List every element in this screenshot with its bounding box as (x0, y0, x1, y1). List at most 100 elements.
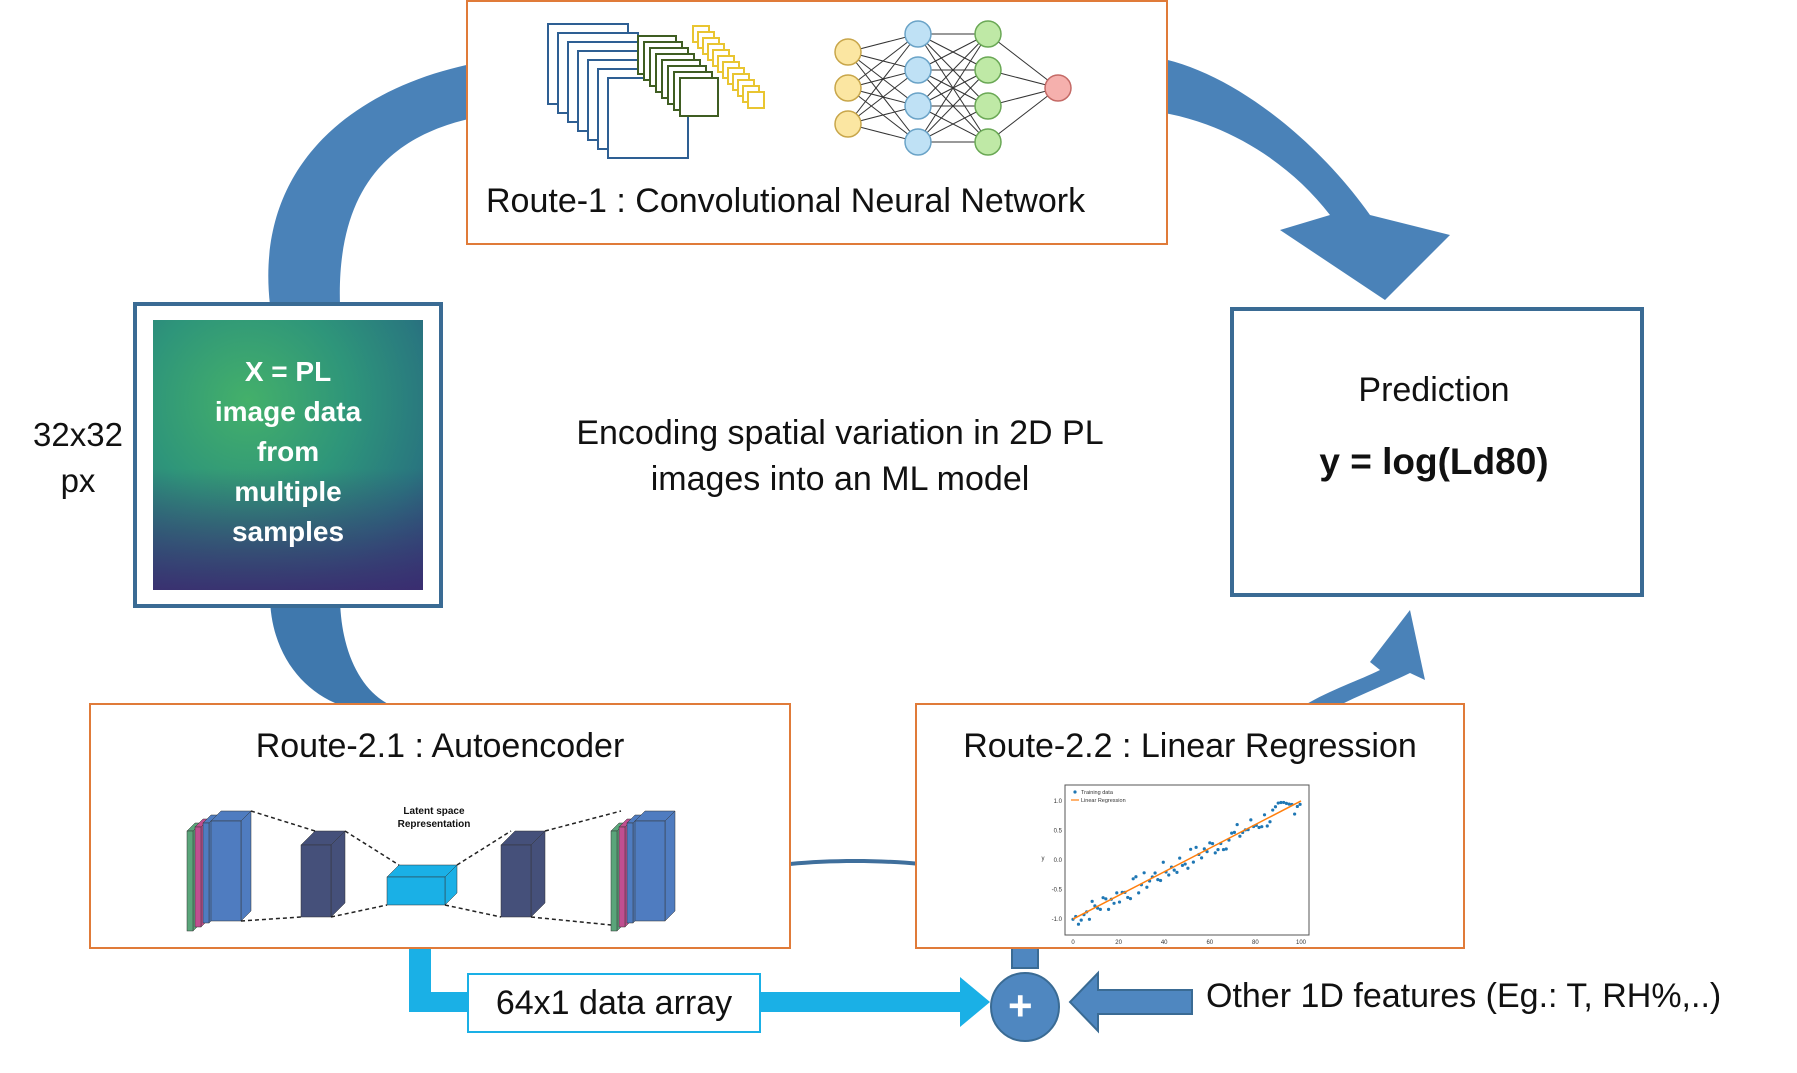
prediction-title: Prediction (1358, 371, 1510, 409)
layer-front (618, 826, 626, 928)
plus-circle (990, 972, 1060, 1042)
input-image-box: X = PL image data from multiple samples (133, 302, 443, 608)
nn-node (974, 92, 1002, 120)
x-tick-label: 20 (1115, 940, 1122, 946)
nn-edge (847, 33, 919, 89)
nn-node (1044, 74, 1072, 102)
training-point (1199, 856, 1204, 860)
nn-edge (917, 69, 989, 143)
nn-node (834, 38, 862, 66)
layer-front (186, 830, 194, 932)
pl-image: X = PL image data from multiple samples (153, 320, 423, 590)
training-point (1134, 875, 1138, 879)
training-point (1104, 897, 1108, 901)
ae-dashed-connector (344, 830, 400, 866)
nn-node (904, 56, 932, 84)
layer-front (300, 844, 332, 918)
feature-map (747, 91, 765, 109)
prediction-formula: y = log(Ld80) (1319, 441, 1549, 482)
training-point (1128, 897, 1133, 901)
arrow-other-features (1068, 970, 1193, 1034)
training-point (1178, 856, 1182, 860)
prediction-box: Prediction y = log(Ld80) (1230, 307, 1644, 597)
nn-node (904, 128, 932, 156)
training-point (1183, 862, 1187, 866)
layer-front (610, 830, 618, 932)
ae-dashed-connector (530, 916, 612, 926)
training-point (1284, 801, 1289, 805)
training-point (1238, 834, 1242, 838)
training-point (1172, 868, 1176, 872)
training-point (1208, 841, 1212, 845)
neural-network-graph (834, 20, 1072, 156)
nn-node (974, 20, 1002, 48)
training-point (1287, 802, 1291, 806)
x-tick-label: 60 (1206, 940, 1213, 946)
ae-dashed-connector (330, 904, 388, 918)
legend-label: Linear Regression (1081, 798, 1126, 804)
y-tick-label: 0.0 (1054, 858, 1063, 864)
nn-node (974, 128, 1002, 156)
y-tick-label: -1.0 (1052, 917, 1063, 923)
nn-node (904, 92, 932, 120)
training-point (1098, 907, 1102, 911)
training-point (1235, 822, 1239, 827)
training-point (1076, 922, 1081, 926)
ae-dashed-connector (444, 904, 502, 918)
layer-front (210, 820, 242, 922)
array-label: 64x1 data array (495, 984, 733, 1022)
training-point (1298, 802, 1302, 806)
input-label: X = PL image data from multiple samples (214, 356, 362, 547)
route22-label: Route-2.2 : Linear Regression (963, 727, 1417, 765)
x-tick-label: 80 (1252, 940, 1259, 946)
layer-front (202, 822, 210, 924)
layer-side (664, 810, 676, 922)
legend-label: Training data (1081, 790, 1114, 796)
nn-node (904, 20, 932, 48)
nn-edge (987, 33, 1059, 89)
y-tick-label: -0.5 (1052, 888, 1063, 894)
training-point (1117, 900, 1122, 904)
layer-front (500, 844, 532, 918)
training-point (1175, 870, 1179, 874)
training-point (1090, 899, 1094, 903)
training-point (1224, 847, 1228, 851)
feature-maps-medium (637, 35, 719, 117)
link-line (790, 859, 920, 866)
training-point (1079, 918, 1083, 922)
layer-front (386, 876, 446, 906)
layer-side (240, 810, 252, 922)
route21-box: Route-2.1 : Autoencoder Latent space Rep… (89, 703, 791, 949)
training-point (1131, 877, 1135, 881)
legend-marker-points (1073, 790, 1077, 794)
training-point (1194, 845, 1198, 849)
nn-edge (917, 33, 989, 107)
training-point (1216, 848, 1220, 852)
layer-side (330, 830, 346, 918)
training-point (1126, 895, 1130, 900)
array-label-box: 64x1 data array (467, 973, 761, 1033)
training-point (1295, 804, 1299, 809)
training-point (1293, 812, 1297, 816)
training-point (1221, 847, 1226, 852)
training-point (1106, 907, 1111, 912)
training-point (1249, 818, 1253, 822)
training-point (1112, 901, 1116, 905)
y-tick-label: 0.5 (1054, 828, 1063, 834)
nn-node (974, 56, 1002, 84)
regression-plot: 0204060801001.00.50.0-0.5-1.0XyTraining … (1042, 784, 1310, 946)
autoencoder-illustration (186, 810, 676, 932)
y-tick-label: 1.0 (1054, 799, 1063, 805)
nn-edge (917, 33, 989, 143)
ae-dashed-connector (240, 916, 302, 922)
other-features-label: Other 1D features (Eg.: T, RH%,..) (1206, 977, 1722, 1015)
training-point (1161, 860, 1165, 864)
nn-edge (847, 33, 919, 125)
training-point (1202, 847, 1206, 851)
ae-dashed-connector (456, 830, 512, 866)
layer-front (634, 820, 666, 922)
layer-front (194, 826, 202, 928)
x-tick-label: 100 (1296, 940, 1307, 946)
nn-edge (847, 69, 919, 125)
